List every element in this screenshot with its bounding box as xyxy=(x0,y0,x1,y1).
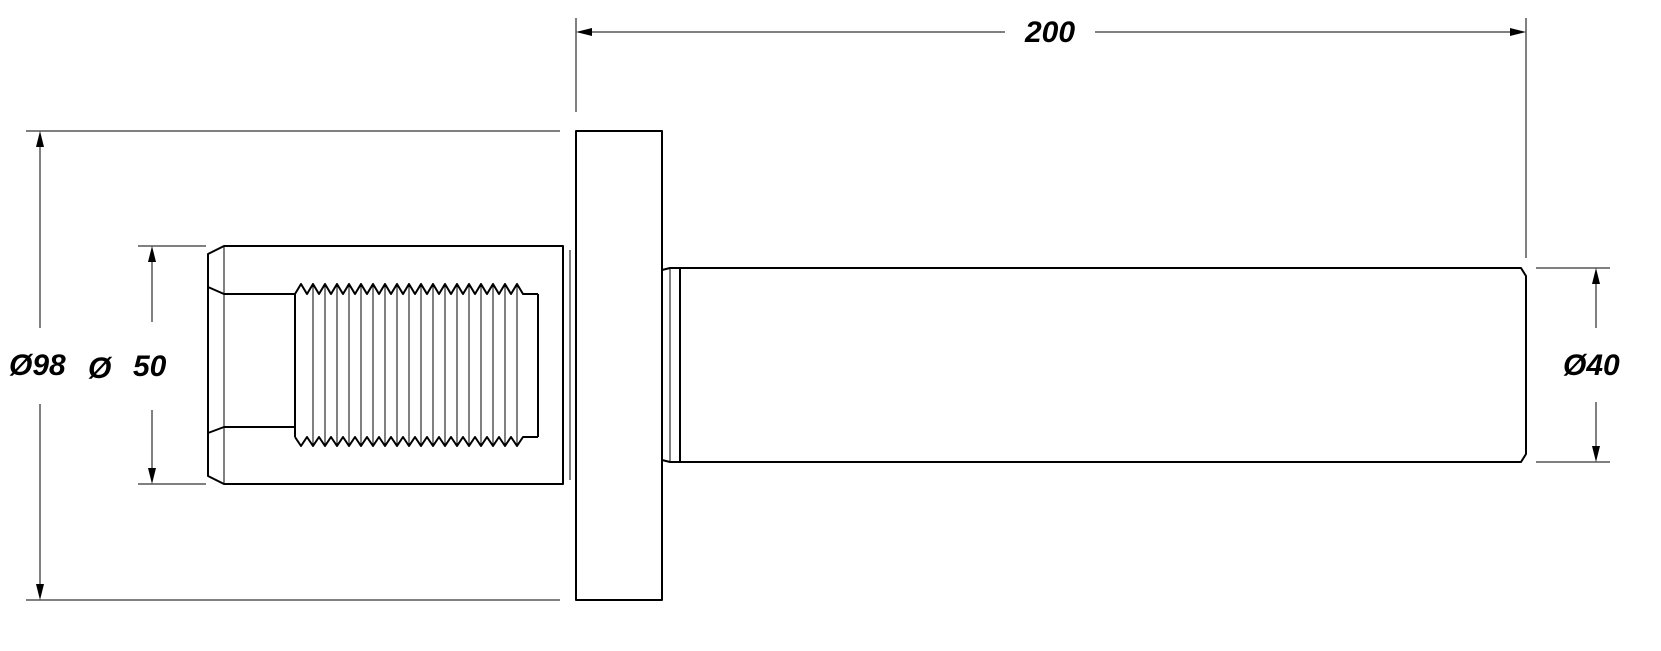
arrow-shaft-top xyxy=(1592,268,1600,284)
arrow-right xyxy=(1510,28,1526,36)
flange xyxy=(575,130,663,601)
arrow-flange-bottom xyxy=(36,584,44,600)
thread-profile-top xyxy=(294,283,538,295)
shaft xyxy=(661,267,1527,463)
arrow-thread-bottom xyxy=(148,468,156,484)
arrow-left xyxy=(576,28,592,36)
thread-diameter-value: 50 xyxy=(133,350,167,383)
length-dimension: 200 xyxy=(575,16,1527,258)
thread-profile-bottom xyxy=(294,436,538,447)
shaft-body xyxy=(680,267,1527,463)
flange-diameter-dimension: Ø98 xyxy=(9,130,560,601)
shaft-neck xyxy=(661,267,681,463)
shaft-diameter-dimension: Ø40 xyxy=(1536,267,1620,463)
thread-crest-lines xyxy=(312,286,518,444)
thread-diameter-symbol: Ø xyxy=(88,352,113,385)
length-label: 200 xyxy=(1024,16,1075,49)
arrow-flange-top xyxy=(36,131,44,147)
flange-diameter-label: Ø98 xyxy=(9,349,66,382)
threaded-end xyxy=(207,245,577,485)
shaft-diameter-label: Ø40 xyxy=(1563,349,1620,382)
arrow-thread-top xyxy=(148,246,156,262)
thread-diameter-dimension: Ø 50 xyxy=(88,245,206,485)
arrow-shaft-bottom xyxy=(1592,446,1600,462)
bore-outline xyxy=(207,286,295,434)
